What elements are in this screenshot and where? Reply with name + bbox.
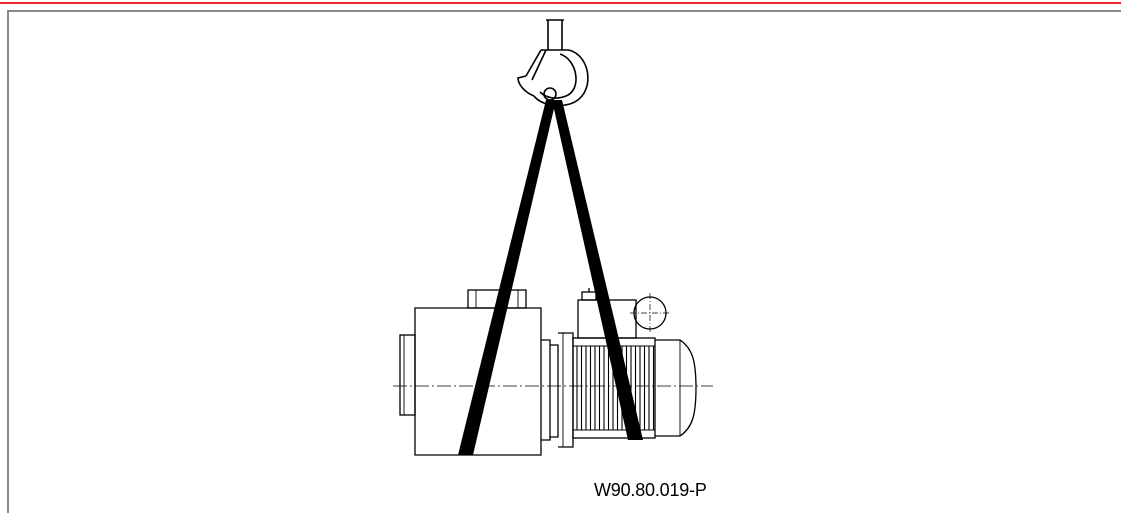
figure-frame xyxy=(7,10,1121,513)
top-red-rule xyxy=(0,2,1121,4)
crane-hook-icon xyxy=(517,19,589,107)
lifting-sling-right xyxy=(552,100,643,440)
figure-caption: W90.80.019-P xyxy=(594,480,707,500)
lifting-sling-left xyxy=(458,100,556,455)
